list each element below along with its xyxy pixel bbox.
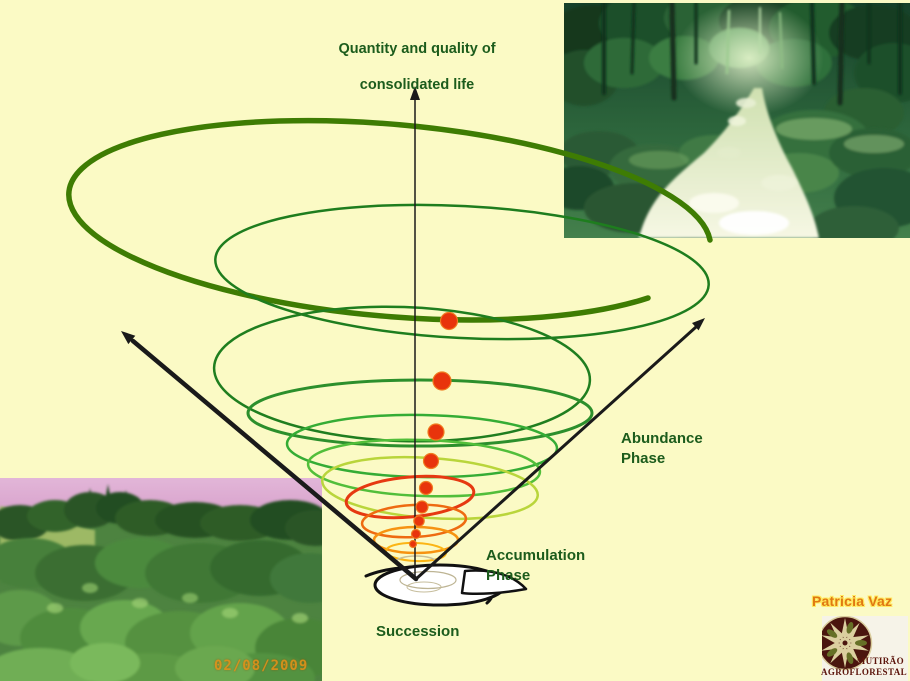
swirl-inner-ring [399,570,457,590]
swirl-inner-ring [406,581,442,593]
stream-foam [689,98,797,235]
landscape-photo: 02/08/2009 [0,478,322,681]
spiral-ring [66,117,713,323]
author-credit: Patricia Vaz [812,593,893,609]
axis-title-line2: consolidated life [359,77,475,94]
tree-trunks [602,3,902,106]
stream-water [639,88,819,238]
axis-title: Quantity and quality of consolidated lif… [267,40,567,94]
succession-swirl [364,563,528,607]
right-arrowhead [692,318,705,331]
mandala-logo-icon [822,616,873,671]
spiral-ring [306,438,542,498]
logo-text-line1: MUTIRÃO [856,656,904,666]
spiral-ring [214,203,710,341]
cone-right-edge [414,325,698,581]
forest-stream-illustration [564,3,910,238]
foreground-shrubs [0,583,322,681]
landscape-illustration [0,478,322,681]
growth-dot [415,500,429,514]
succession-label: Succession [376,623,460,640]
axis-arrowhead [410,86,420,100]
spiral-rings [66,117,713,574]
forest-stream-photo [564,3,910,238]
axis-title-line1: Quantity and quality of [338,41,496,57]
cone-left-edge [130,338,419,582]
mid-vegetation [0,538,322,603]
accumulation-phase-label: Accumulation Phase [486,547,586,585]
mutirao-agroflorestal-logo: MUTIRÃO AGROFLORESTAL [820,616,908,681]
growth-dot [422,452,440,470]
growth-dot [413,515,425,527]
photo-date-stamp: 02/08/2009 [214,658,309,674]
cone-axes [121,86,705,582]
left-arrowhead [121,331,136,345]
growth-dots [408,311,459,549]
spiral-ring [246,378,594,448]
swirl-arrow-tail [460,569,528,596]
abundance-phase-label: Abundance Phase [621,430,703,468]
spiral-ring [344,474,476,520]
spiral-ring [212,305,592,443]
growth-dot [408,539,418,549]
growth-dot [432,371,452,391]
growth-dot [427,423,445,441]
logo-text-line2: AGROFLORESTAL [820,667,907,677]
treeline [0,484,322,546]
growth-dot [410,528,422,540]
growth-dot [439,311,459,331]
growth-dot [418,480,434,496]
